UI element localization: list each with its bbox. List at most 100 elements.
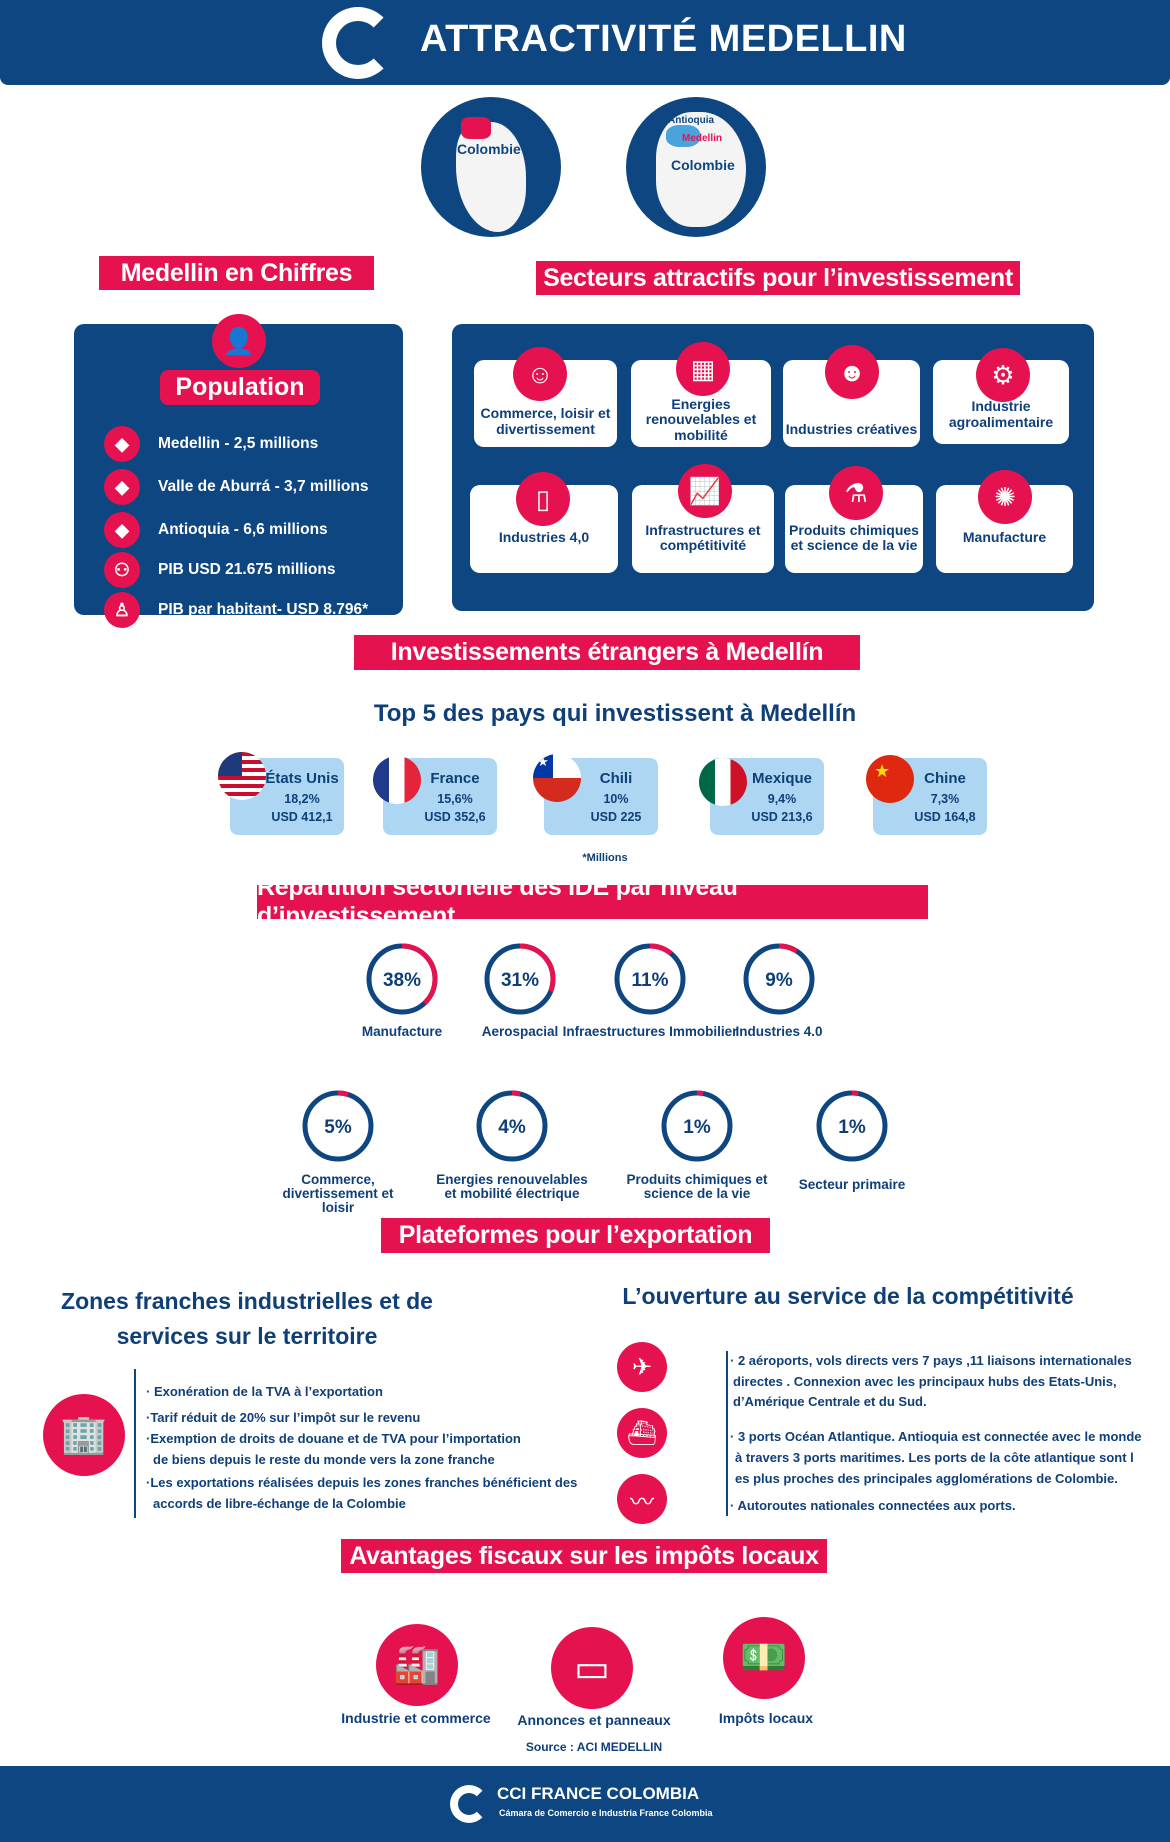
donut-value-arc <box>366 943 438 1015</box>
donut-value-arc <box>816 1090 888 1162</box>
population-panel: 👤 Population ◆Medellin - 2,5 millions ◆V… <box>74 314 403 628</box>
presentation-icon: 📈 <box>678 464 732 518</box>
donut-percent-label: 1% <box>683 1117 711 1138</box>
bullet-text: directes . Connexion avec les principaux… <box>733 1374 1117 1389</box>
tax-label: Impôts locaux <box>718 1710 814 1726</box>
section-title-secteurs: Secteurs attractifs pour l’investissemen… <box>536 261 1020 295</box>
donut-value-arc <box>614 943 686 1015</box>
donut-value-arc <box>476 1090 548 1162</box>
tablet-touch-icon: ▯ <box>516 472 570 526</box>
stat-row: ◆Antioquia - 6,6 millions <box>104 512 328 548</box>
bullet-text: ·Les exportations réalisées depuis les z… <box>146 1475 578 1490</box>
donut-percent-label: 38% <box>383 970 421 991</box>
map-label: Colombie <box>671 157 735 173</box>
donut-label: Industries 4.0 <box>735 1024 823 1039</box>
donut-percent-label: 1% <box>838 1117 866 1138</box>
tablet-billboard-icon: ▭ <box>551 1627 633 1709</box>
solar-panel-icon: ▦ <box>676 342 730 396</box>
flask-icon: ⚗ <box>829 466 883 520</box>
sector-card: Infrastructures et compétitivité <box>632 485 774 573</box>
bullet-text: · Exonération de la TVA à l’exportation <box>146 1384 383 1399</box>
sector-card: Industries créatives <box>783 360 920 447</box>
bullet-text: · 3 ports Océan Atlantique. Antioquia es… <box>730 1429 1142 1444</box>
bullet-text: · Autoroutes nationales connectées aux p… <box>730 1498 1016 1513</box>
road-icon: 〰 <box>617 1474 667 1524</box>
tax-label: Annonces et panneaux <box>517 1712 671 1728</box>
donut-value-arc <box>302 1090 374 1162</box>
tax-label: Industrie et commerce <box>341 1710 491 1726</box>
donut-2: 11% <box>614 943 686 1015</box>
donut-value-arc <box>743 943 815 1015</box>
page-title: ATTRACTIVITÉ MEDELLIN <box>420 18 907 60</box>
source-note: Source : ACI MEDELLIN <box>525 1740 663 1754</box>
top5-subtitle: Top 5 des pays qui investissent à Medell… <box>373 700 857 727</box>
map-label: Colombie <box>457 141 521 157</box>
donut-label: Energies renouvelables et mobilité élect… <box>436 1172 588 1202</box>
donut-5: 4% <box>476 1090 548 1162</box>
footer-tagline: Cámara de Comercio e Industria France Co… <box>499 1808 713 1818</box>
money-hand-icon: 💵 <box>723 1617 805 1699</box>
map-shape-icon: ◆ <box>104 426 140 462</box>
map-shape-icon: ◆ <box>104 512 140 548</box>
zones-franches-title: services sur le territoire <box>116 1323 378 1349</box>
usa-flag-icon <box>218 752 266 800</box>
section-title-repartition: Répartition sectorielle des IDE par nive… <box>257 873 928 930</box>
bullet-text: ·Tarif réduit de 20% sur l’impôt sur le … <box>146 1410 421 1425</box>
china-flag-icon: ★ <box>866 755 914 803</box>
donut-1: 31% <box>484 943 556 1015</box>
mexico-flag-icon <box>699 758 747 806</box>
cci-logo-icon <box>450 1785 488 1823</box>
footer: CCI FRANCE COLOMBIA Cámara de Comercio e… <box>0 1766 1170 1842</box>
donut-label: Produits chimiques et science de la vie <box>626 1172 768 1202</box>
network-people-icon: ✺ <box>978 470 1032 524</box>
bullet-text: es plus proches des principales agglomér… <box>735 1471 1118 1486</box>
theater-masks-icon: ☻ <box>825 345 879 399</box>
donut-3: 9% <box>743 943 815 1015</box>
donut-label: Aerospacial <box>481 1024 559 1039</box>
divider <box>726 1351 728 1516</box>
donut-label: Commerce, divertissement et loisir <box>282 1172 394 1216</box>
donut-percent-label: 31% <box>501 970 539 991</box>
donut-percent-label: 9% <box>765 970 793 991</box>
stat-row: ◆Valle de Aburrá - 3,7 millions <box>104 469 368 505</box>
cci-logo-icon <box>322 7 394 79</box>
donut-4: 5% <box>302 1090 374 1162</box>
bullet-text: · 2 aéroports, vols directs vers 7 pays … <box>730 1353 1132 1368</box>
stat-row: ⚇PIB USD 21.675 millions <box>104 552 335 588</box>
donut-percent-label: 11% <box>632 970 669 991</box>
bullet-text: ·Exemption de droits de douane et de TVA… <box>146 1431 521 1446</box>
population-label: Population <box>160 370 320 405</box>
people-icon: ⚇ <box>104 552 140 588</box>
bullet-text: de biens depuis le reste du monde vers l… <box>153 1452 495 1467</box>
footer-brand: CCI FRANCE COLOMBIA <box>497 1784 700 1803</box>
sector-card: Produits chimiques et science de la vie <box>785 485 923 573</box>
bullet-text: à travers 3 ports maritimes. Les ports d… <box>735 1450 1134 1465</box>
zones-franches-title: Zones franches industrielles et de <box>61 1288 433 1314</box>
donut-label: Secteur primaire <box>798 1177 906 1192</box>
person-icon: 👤 <box>212 314 266 368</box>
south-america-map: Colombie <box>421 97 561 237</box>
person-coins-icon: ♙ <box>104 592 140 628</box>
ouverture-title: L’ouverture au service de la compétitivi… <box>622 1283 1074 1309</box>
donut-value-arc <box>484 943 556 1015</box>
ship-icon: ⛴ <box>617 1408 667 1458</box>
stat-row: ♙PIB par habitant- USD 8.796* <box>104 592 368 628</box>
colombia-map: Antioquia Medellin Colombie <box>626 97 766 237</box>
section-title-plateformes: Plateformes pour l’exportation <box>381 1218 770 1253</box>
france-flag-icon <box>373 756 421 804</box>
factory-icon: 🏭 <box>376 1624 458 1706</box>
donut-label: Infraestructures Immobilier <box>562 1024 738 1039</box>
donut-value-arc <box>661 1090 733 1162</box>
map-label-medellin: Medellin <box>682 133 723 144</box>
ide-donut-charts: 38% 31% 11% 9% 5% 4% 1% 1% <box>302 943 888 1162</box>
map-shape-icon: ◆ <box>104 469 140 505</box>
bullet-text: d’Amérique Centrale et du Sud. <box>733 1394 927 1409</box>
divider <box>134 1369 136 1518</box>
stat-row: ◆Medellin - 2,5 millions <box>104 426 318 462</box>
section-title-avantages: Avantages fiscaux sur les impôts locaux <box>341 1539 827 1573</box>
section-title-investissements: Investissements étrangers à Medellín <box>354 635 860 670</box>
donut-percent-label: 5% <box>324 1117 352 1138</box>
donut-0: 38% <box>366 943 438 1015</box>
chile-flag-icon: ★ <box>533 754 581 802</box>
tractor-icon: ⚙ <box>976 348 1030 402</box>
